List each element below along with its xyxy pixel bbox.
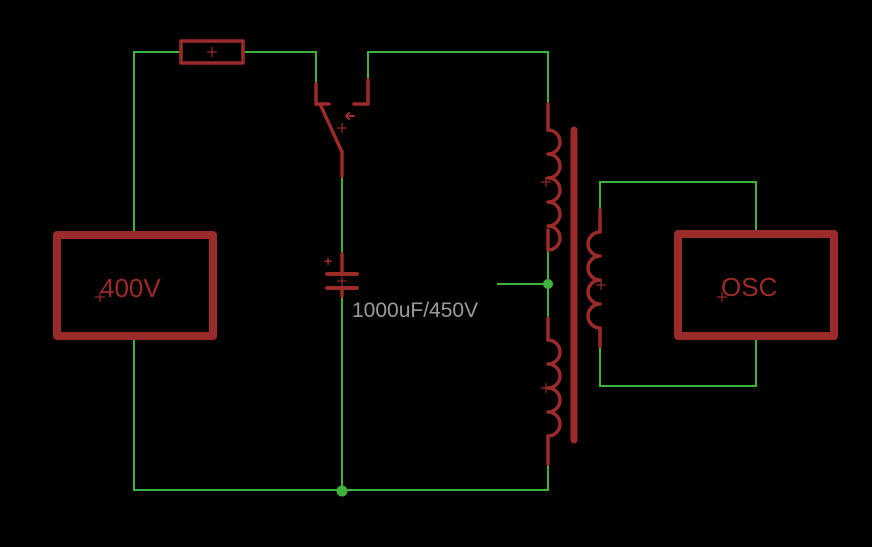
wire-secondary-bottom bbox=[599, 337, 757, 387]
resistor bbox=[179, 39, 245, 65]
wire-secondary-top bbox=[599, 181, 757, 233]
wire-switch-to-primary bbox=[367, 51, 549, 105]
wire-source-top bbox=[133, 51, 181, 233]
capacitor: + 1000uF/450V bbox=[324, 252, 478, 322]
wires bbox=[133, 51, 757, 491]
switch bbox=[314, 78, 370, 178]
oscilloscope: OSC bbox=[674, 230, 838, 340]
capacitor-polarity-label: + bbox=[324, 253, 332, 269]
junction-centre-tap bbox=[543, 279, 553, 289]
wire-resistor-to-switch bbox=[243, 51, 317, 85]
capacitor-value-label: 1000uF/450V bbox=[352, 299, 478, 322]
junction-ground bbox=[336, 485, 348, 497]
voltage-source: 400V bbox=[53, 231, 217, 340]
source-label: 400V bbox=[100, 273, 161, 303]
transformer bbox=[541, 102, 606, 466]
osc-label: OSC bbox=[721, 272, 777, 302]
